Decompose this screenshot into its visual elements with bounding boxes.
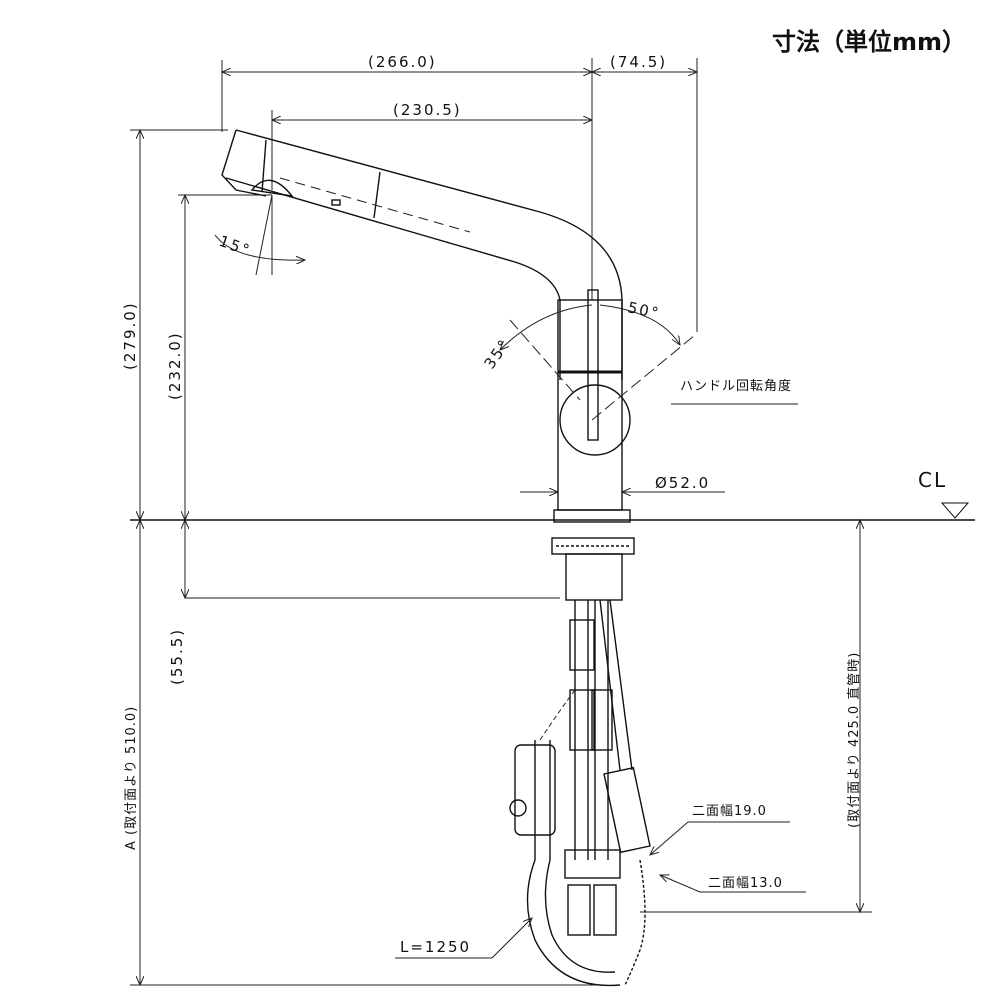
dim-266-label: (266.0)	[368, 53, 437, 71]
dim-279-label: (279.0)	[121, 301, 139, 370]
dim-232-label: (232.0)	[166, 331, 184, 400]
diameter-label: Ø52.0	[655, 474, 710, 492]
dimension-279: (279.0)	[121, 130, 228, 520]
faucet-body	[551, 289, 635, 601]
drawing-title: 寸法（単位mm）	[772, 28, 966, 56]
center-line-marker-icon	[940, 502, 970, 519]
dimension-230-5: (230.5)	[272, 101, 592, 190]
dimension-diameter: Ø52.0	[520, 474, 725, 492]
center-line-label: CL	[918, 468, 947, 492]
wrench-13-callout: 二面幅13.0	[660, 875, 806, 893]
wrench-13-label: 二面幅13.0	[708, 876, 783, 891]
dimension-266: (266.0)	[222, 53, 698, 332]
angle-15-label: 15°	[217, 232, 254, 260]
handle-rotation-label: ハンドル回転角度	[680, 378, 792, 394]
dim-230-5-label: (230.5)	[393, 101, 462, 119]
spout	[221, 129, 623, 380]
angle-50-label: 50°	[626, 298, 662, 322]
dim-425-label: (取付面より 425.0 直管時)	[847, 652, 862, 828]
supply-hoses	[564, 599, 651, 986]
dimension-55-5: (55.5)	[168, 520, 560, 685]
dim-510-label: A (取付面より 510.0)	[124, 706, 139, 850]
wrench-19-label: 二面幅19.0	[692, 804, 767, 819]
shower-hose-callout: L=1250	[395, 918, 532, 959]
shower-hose	[509, 689, 621, 987]
angle-35-label: 35°	[481, 335, 514, 372]
dimension-510: A (取付面より 510.0)	[124, 520, 600, 985]
dim-55-5-label: (55.5)	[168, 628, 186, 685]
dimension-425: (取付面より 425.0 直管時)	[640, 520, 872, 912]
shower-hose-label: L=1250	[400, 938, 471, 956]
dim-74-5-label: (74.5)	[610, 53, 667, 71]
dimension-74-5: (74.5)	[592, 53, 697, 72]
handle-rotation: 35° 50° ハンドル回転角度	[481, 298, 798, 421]
dimension-232: (232.0)	[166, 195, 272, 520]
angle-15: 15°	[214, 194, 305, 276]
wrench-19-callout: 二面幅19.0	[650, 804, 790, 855]
